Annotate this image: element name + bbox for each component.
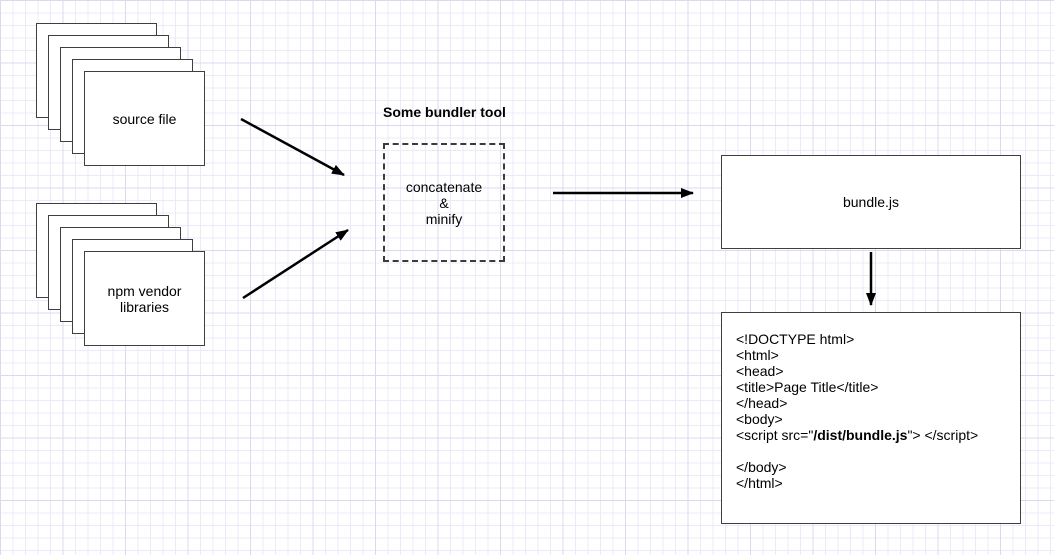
script-src-path: /dist/bundle.js — [813, 427, 908, 443]
stack-card-front: source file — [84, 71, 205, 166]
code-line: <html> — [736, 347, 779, 363]
code-line: <body> — [736, 411, 783, 427]
code-line: <title>Page Title</title> — [736, 379, 879, 395]
code-line: </head> — [736, 395, 788, 411]
bundle-js-box: bundle.js — [721, 155, 1021, 249]
vendor-libraries-label: npm vendor libraries — [107, 282, 182, 315]
bundler-title: Some bundler tool — [383, 104, 506, 120]
code-line: </body> — [736, 459, 787, 475]
html-output-box: <!DOCTYPE html> <html> <head> <title>Pag… — [721, 312, 1021, 524]
arrow-vendor-to-bundler — [242, 228, 349, 300]
code-line: </html> — [736, 475, 783, 491]
bundler-box-label: concatenate & minify — [405, 178, 483, 227]
script-src-line: <script src="/dist/bundle.js"> </script> — [736, 427, 1010, 443]
bundle-js-label: bundle.js — [842, 194, 900, 210]
code-line-blank — [736, 443, 1010, 459]
script-src-prefix: <script src=" — [736, 427, 814, 443]
script-src-suffix: "> </script> — [907, 427, 979, 443]
source-files-label: source file — [112, 110, 177, 127]
code-line: <!DOCTYPE html> — [736, 331, 855, 347]
arrow-source-to-bundler — [240, 117, 345, 177]
code-line: <head> — [736, 363, 784, 379]
bundler-box: concatenate & minify — [383, 143, 505, 262]
stack-card-front: npm vendor libraries — [84, 251, 205, 346]
